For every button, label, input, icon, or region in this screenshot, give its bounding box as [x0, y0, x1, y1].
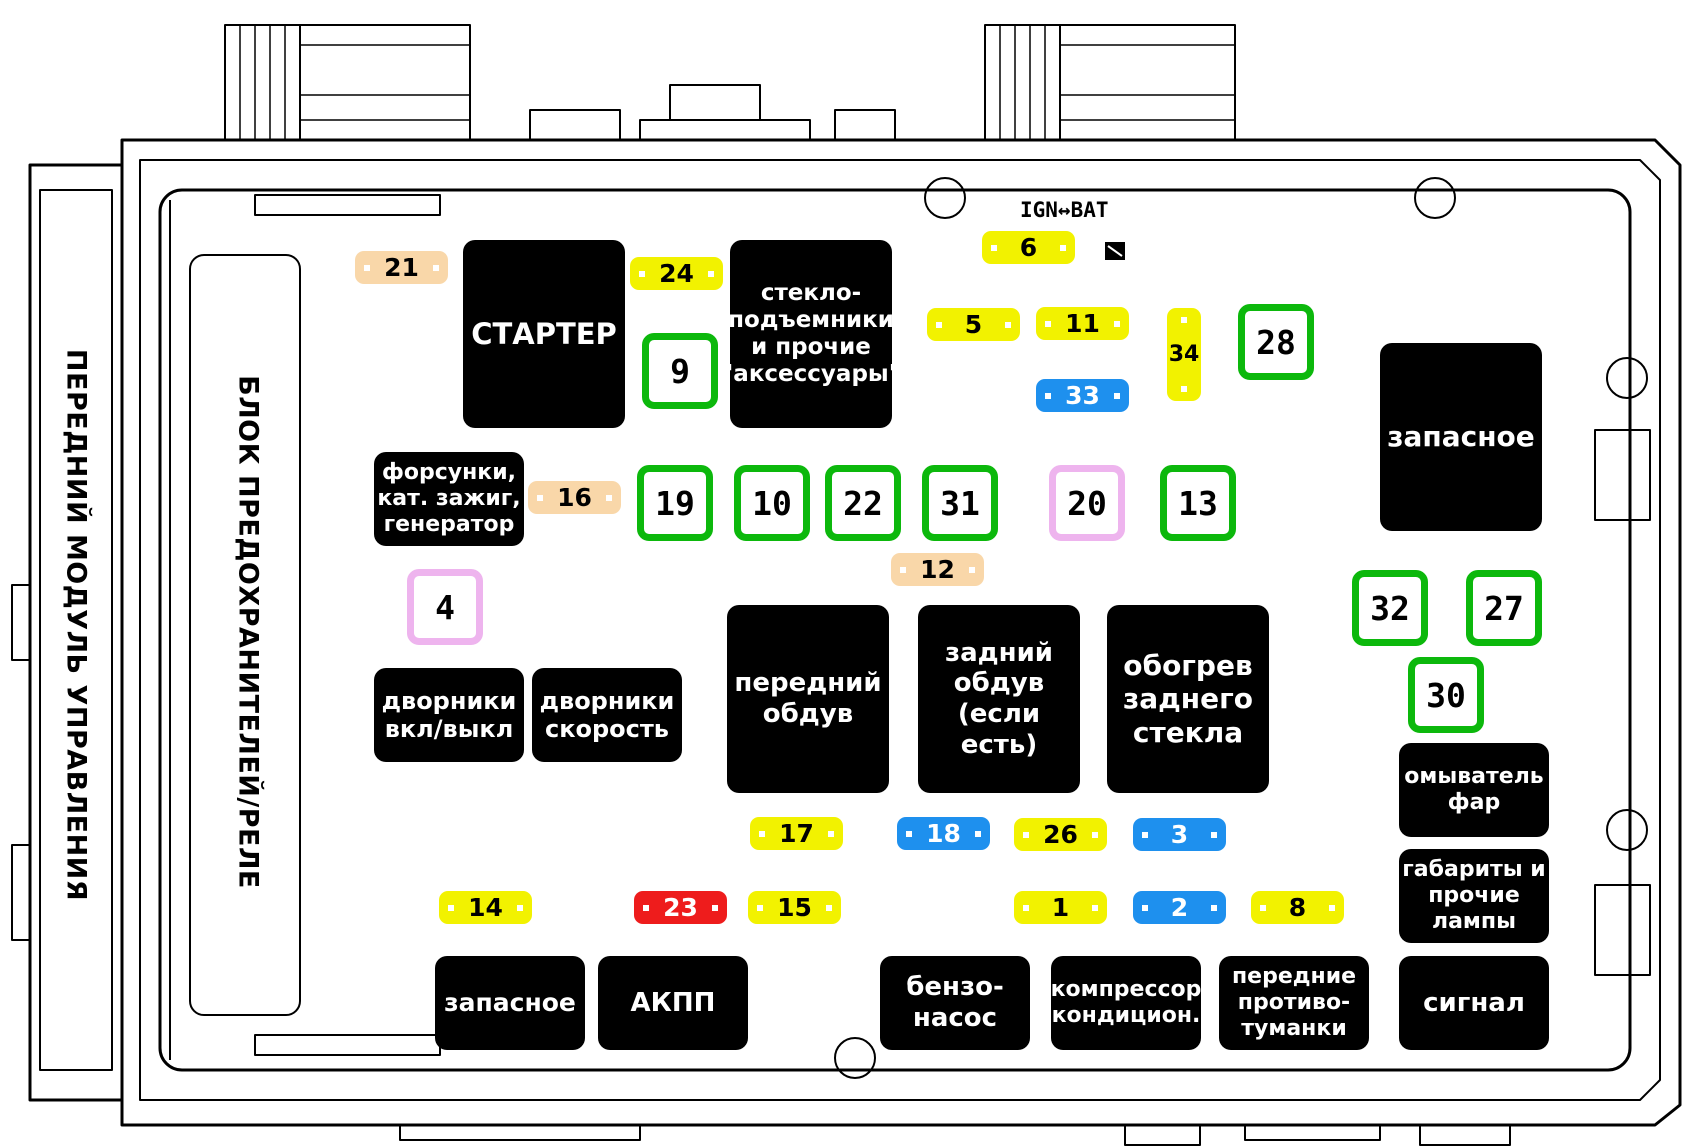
mini-fuse: 18	[897, 817, 990, 850]
relay-spare-right: запасное	[1380, 343, 1542, 531]
fuse-block-label: БЛОК ПРЕДОХРАНИТЕЛЕЙ/РЕЛЕ	[232, 375, 264, 889]
relay-rear-blower: задний обдув (если есть)	[918, 605, 1080, 793]
mini-fuse: 23	[634, 891, 727, 924]
maxi-fuse: 13	[1160, 465, 1236, 541]
relay-wipers-speed: дворники скорость	[532, 668, 682, 762]
maxi-fuse: 10	[734, 465, 810, 541]
mini-fuse: 33	[1036, 379, 1129, 412]
mini-fuse: 24	[630, 257, 723, 290]
relay-front-fog-lights: передние противо- туманки	[1219, 956, 1369, 1050]
fuse-number: 5	[964, 310, 983, 339]
relay-front-blower: передний обдув	[727, 605, 889, 793]
fuse-number: 8	[1288, 893, 1307, 922]
fuse-number: 11	[1065, 309, 1100, 338]
fuse-number: 6	[1019, 233, 1038, 262]
maxi-fuse: 27	[1466, 570, 1542, 646]
mini-fuse: 15	[748, 891, 841, 924]
maxi-fuse: 20	[1049, 465, 1125, 541]
mini-fuse: 5	[927, 308, 1020, 341]
fuse-number: 14	[468, 893, 503, 922]
fuse-number: 2	[1170, 893, 1189, 922]
mini-fuse: 26	[1014, 818, 1107, 851]
pcm-label: ПЕРЕДНИЙ МОДУЛЬ УПРАВЛЕНИЯ	[60, 348, 92, 902]
mini-fuse: 6	[982, 231, 1075, 264]
fuse-number: 15	[777, 893, 812, 922]
fuse-number: 17	[779, 819, 814, 848]
relay-injectors-ignition-generator: форсунки, кат. зажиг, генератор	[374, 452, 524, 546]
fuse-number: 16	[557, 483, 592, 512]
relay-headlight-washer: омыватель фар	[1399, 743, 1549, 837]
relay-horn: сигнал	[1399, 956, 1549, 1050]
fuse-number: 3	[1170, 820, 1189, 849]
relay-spare-bottom: запасное	[435, 956, 585, 1050]
fuse-number: 23	[663, 893, 698, 922]
fuse-number: 18	[926, 819, 961, 848]
maxi-fuse: 4	[407, 569, 483, 645]
mini-fuse: 16	[528, 481, 621, 514]
fuse-number: 1	[1051, 893, 1070, 922]
mini-fuse: 21	[355, 251, 448, 284]
fuse-number: 21	[384, 253, 419, 282]
relay-transmission: АКПП	[598, 956, 748, 1050]
fuse-number: 24	[659, 259, 694, 288]
mini-fuse: 1	[1014, 891, 1107, 924]
mini-fuse: 12	[891, 553, 984, 586]
relay-wipers-on-off: дворники вкл/выкл	[374, 668, 524, 762]
relay-fuel-pump: бензо- насос	[880, 956, 1030, 1050]
maxi-fuse: 30	[1408, 657, 1484, 733]
fuse-number: 33	[1065, 381, 1100, 410]
mini-fuse: 2	[1133, 891, 1226, 924]
maxi-fuse: 22	[825, 465, 901, 541]
relay-rear-defrost: обогрев заднего стекла	[1107, 605, 1269, 793]
relay-parking-lights: габариты и прочие лампы	[1399, 849, 1549, 943]
mini-fuse: 14	[439, 891, 532, 924]
fuse-number: 12	[920, 555, 955, 584]
maxi-fuse: 32	[1352, 570, 1428, 646]
relay-window-lifts: стекло- подъемники и прочие "аксессуары"	[721, 240, 901, 428]
maxi-fuse: 31	[922, 465, 998, 541]
mini-fuse: 11	[1036, 307, 1129, 340]
maxi-fuse: 9	[642, 333, 718, 409]
relay-starter: СТАРТЕР	[463, 240, 625, 428]
maxi-fuse: 28	[1238, 304, 1314, 380]
maxi-fuse: 19	[637, 465, 713, 541]
mini-fuse: 8	[1251, 891, 1344, 924]
relay-ac-compressor: компрессор кондицион.	[1051, 956, 1201, 1050]
mini-fuse: 34	[1167, 308, 1201, 401]
fuse-number: 26	[1043, 820, 1078, 849]
mini-fuse: 3	[1133, 818, 1226, 851]
ign-bat-label: IGN↔BAT	[1020, 198, 1109, 222]
fuse-number: 34	[1168, 342, 1200, 367]
mini-fuse: 17	[750, 817, 843, 850]
